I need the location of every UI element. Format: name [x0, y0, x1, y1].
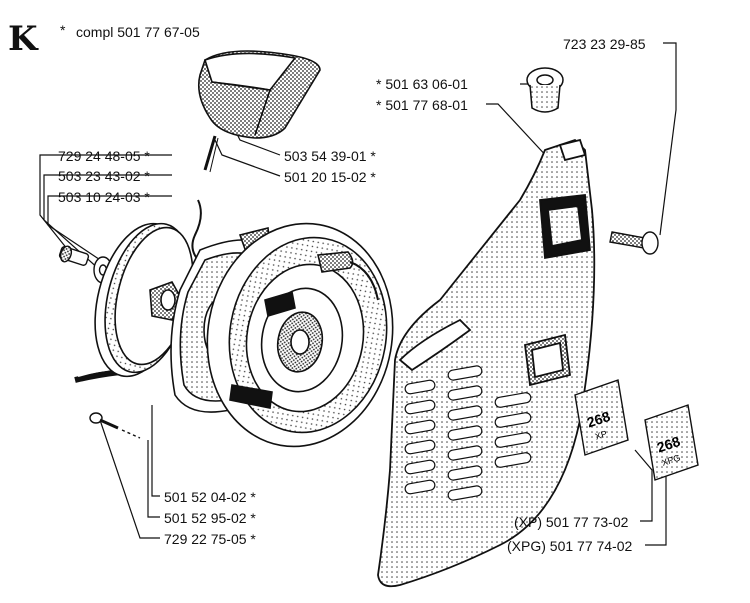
part-label-xp-decal: (XP) 501 77 73-02: [514, 514, 629, 530]
decal-xp-model: 268: [585, 408, 612, 431]
decal-xpg-model: 268: [655, 433, 682, 456]
small-screw: [89, 412, 141, 439]
leader-lines: [39, 42, 677, 546]
part-label-xpg-decal: (XPG) 501 77 74-02: [507, 538, 633, 554]
part-label-501-52-95-02: 501 52 95-02 *: [164, 510, 256, 526]
grommet-cap: [526, 67, 564, 113]
decal-xp-variant: XP: [594, 429, 609, 442]
kit-asterisk: *: [60, 22, 66, 38]
part-label-729-22-75-05: 729 22 75-05 *: [164, 531, 256, 547]
starter-handle: [197, 50, 321, 173]
recoil-spring-cassette: [206, 222, 394, 448]
section-letter: K: [8, 19, 38, 59]
part-label-501-20-15-02: 501 20 15-02 *: [284, 169, 376, 185]
part-label-729-24-48-05: 729 24 48-05 *: [58, 148, 150, 164]
decal-xpg: [644, 404, 699, 481]
part-label-503-54-39-01: 503 54 39-01 *: [284, 148, 376, 164]
part-label-503-23-43-02: 503 23 43-02 *: [58, 168, 150, 184]
decal-xp: [574, 379, 629, 456]
housing-bolt: [609, 231, 659, 255]
part-label-501-77-68-01: * 501 77 68-01: [376, 97, 468, 113]
part-label-501-63-06-01: * 501 63 06-01: [376, 76, 468, 92]
part-label-503-10-24-03: 503 10 24-03 *: [58, 189, 150, 205]
complete-kit-part-number: compl 501 77 67-05: [76, 24, 200, 40]
part-label-723-23-29-85: 723 23 29-85: [563, 36, 646, 52]
part-label-501-52-04-02: 501 52 04-02 *: [164, 489, 256, 505]
starter-housing: [377, 138, 596, 588]
